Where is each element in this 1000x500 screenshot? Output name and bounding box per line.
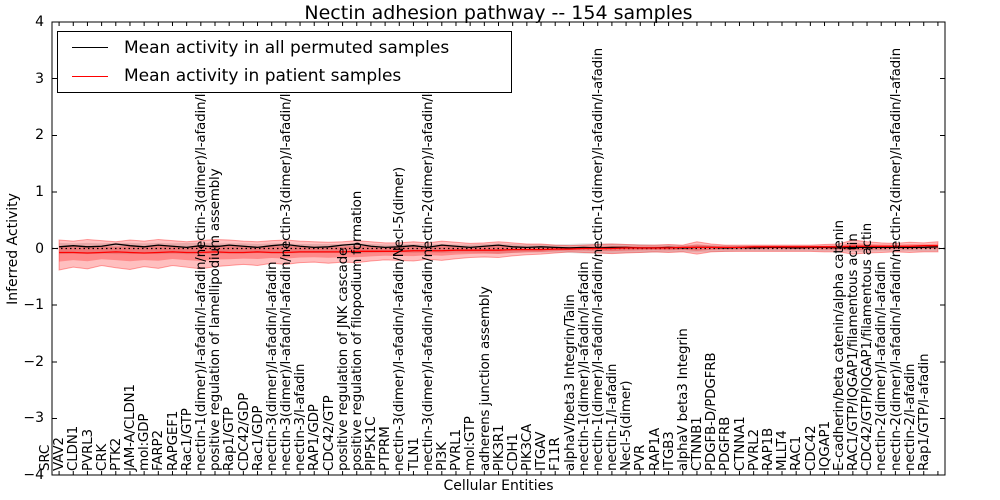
patient-line-swatch-icon [72,75,108,77]
legend-label-patient: Mean activity in patient samples [124,66,402,87]
legend-entry-patient: Mean activity in patient samples [58,63,511,89]
legend-entry-permuted: Mean activity in all permuted samples [58,35,511,61]
y-axis-label: Inferred Activity [5,193,21,305]
chart-title: Nectin adhesion pathway -- 154 samples [304,2,693,24]
legend-label-permuted: Mean activity in all permuted samples [124,37,450,58]
permuted-mean-line [59,243,938,249]
legend: Mean activity in all permuted samples Me… [57,31,512,93]
patient-mean-line [59,245,938,254]
permuted-line-swatch-icon [72,47,108,49]
x-axis-label: Cellular Entities [443,478,554,494]
